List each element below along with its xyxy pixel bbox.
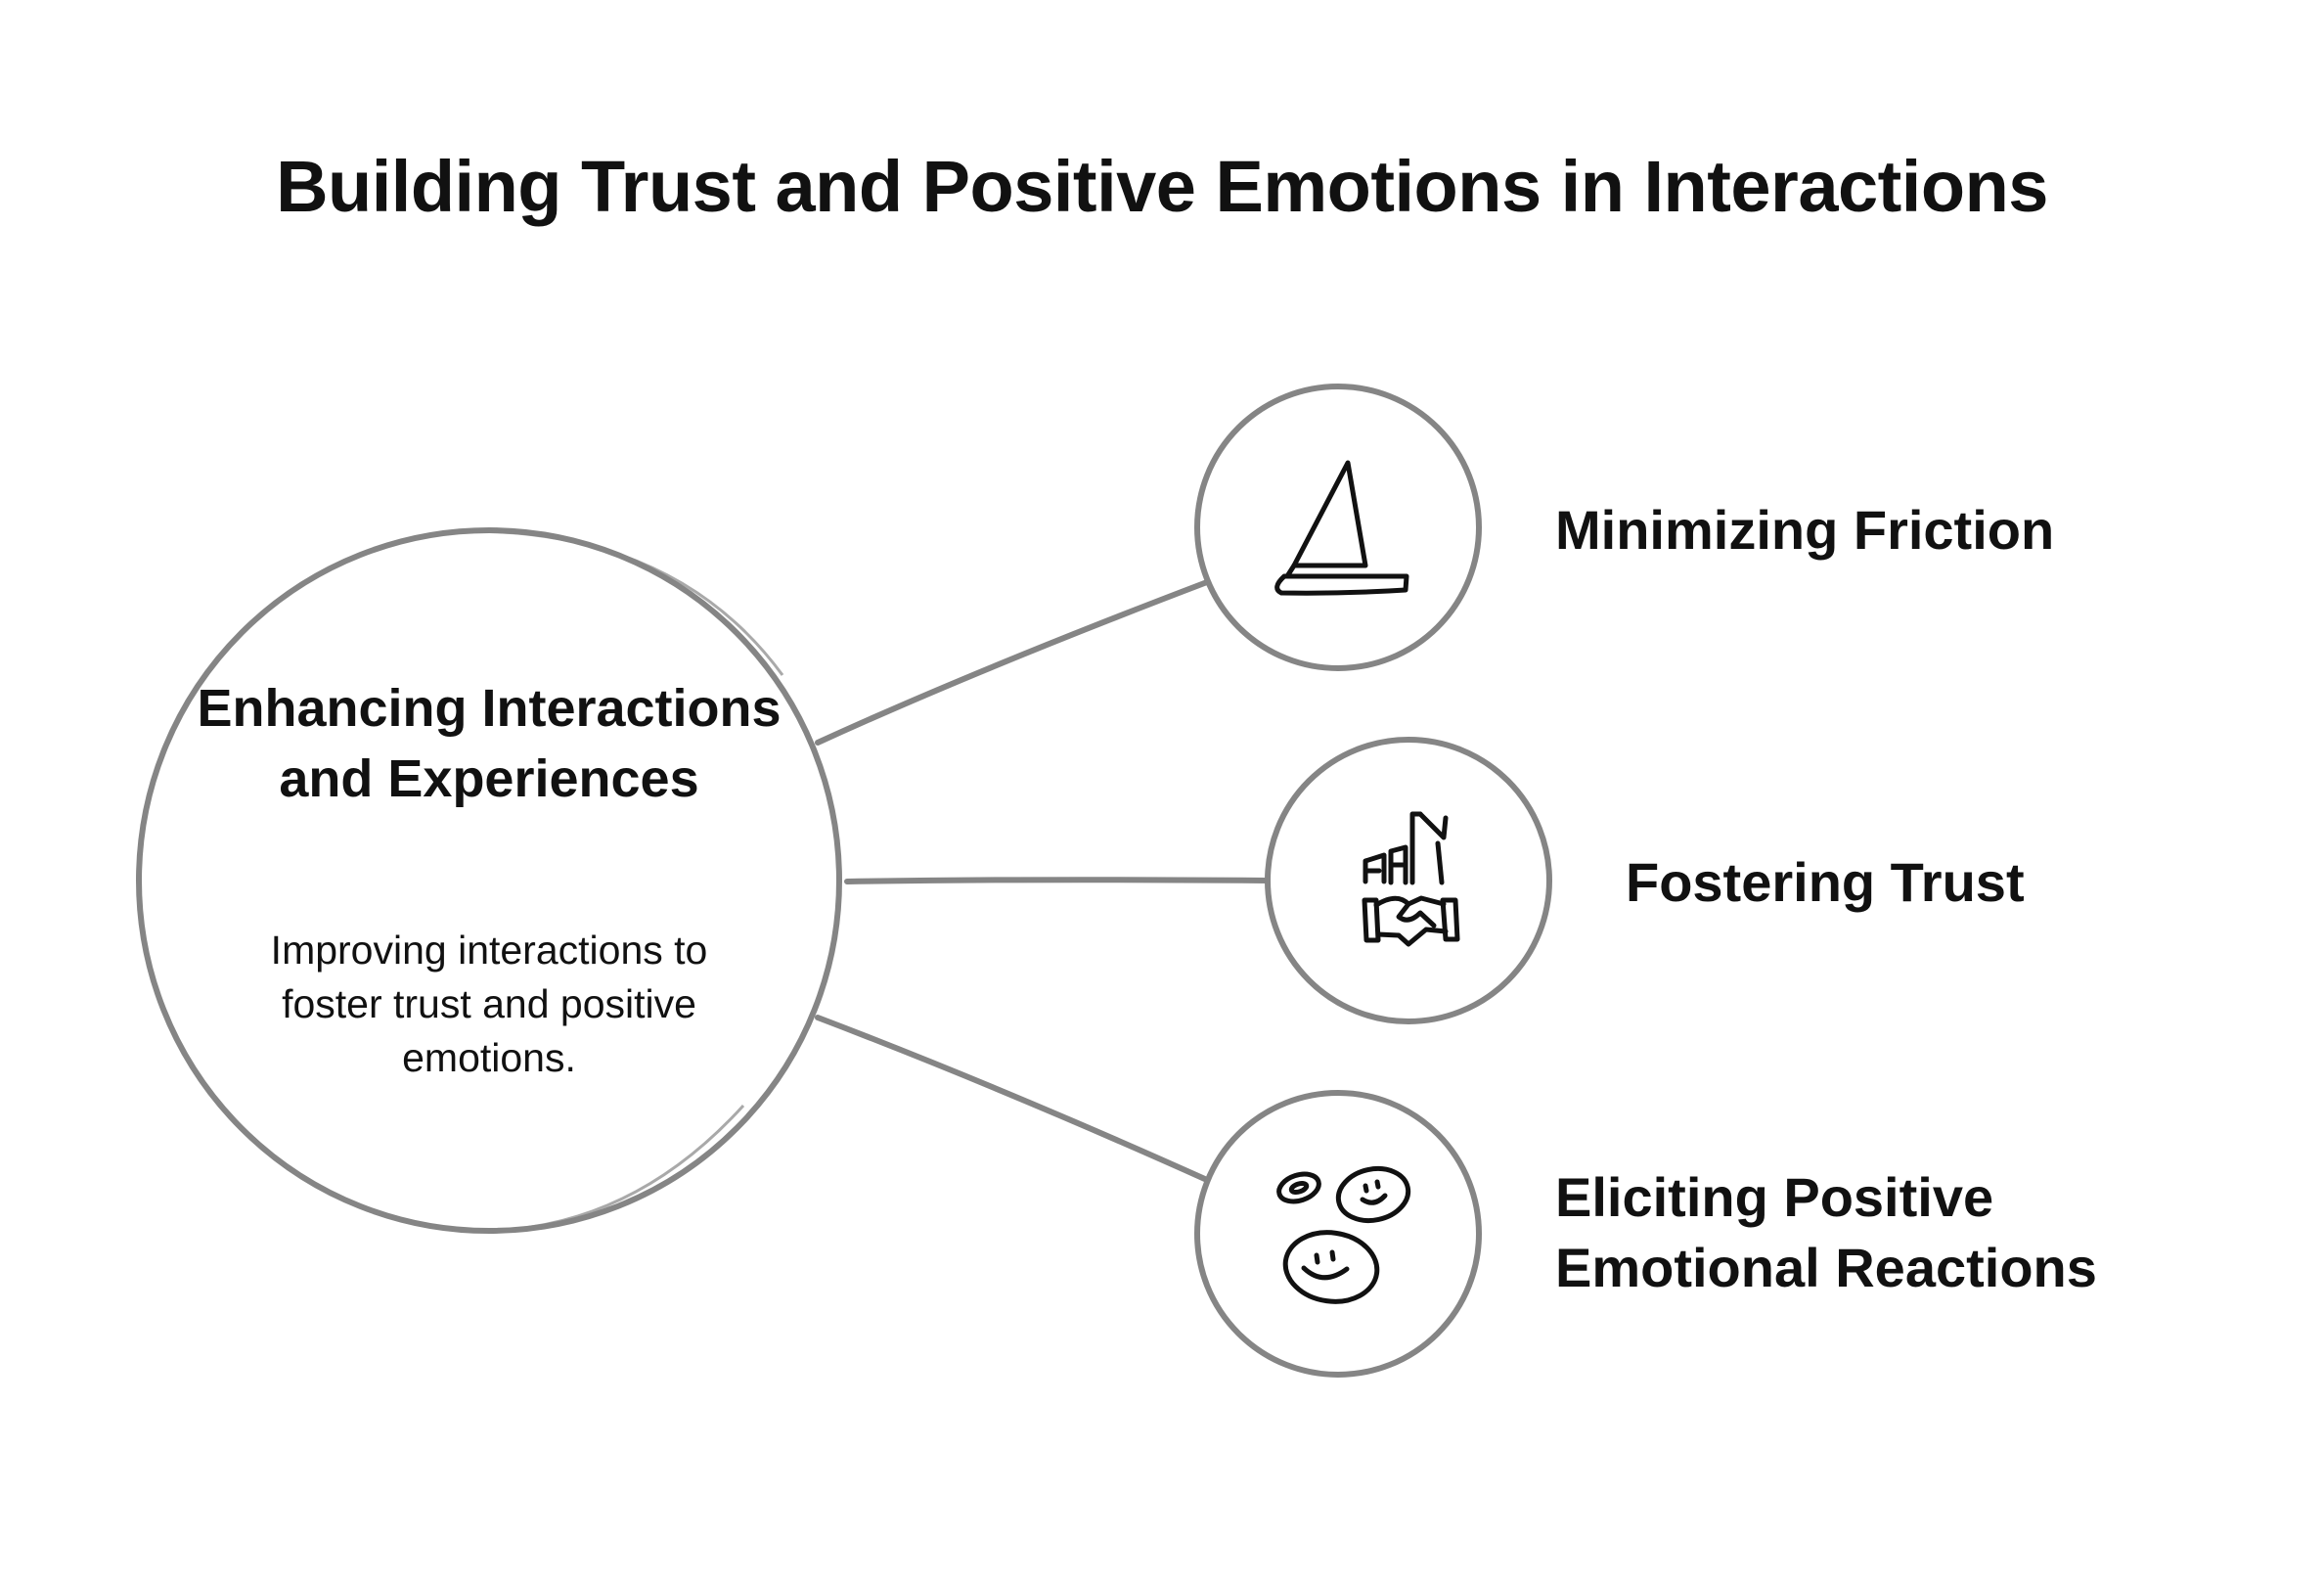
diagram-title: Building Trust and Positive Emotions in …: [276, 146, 2048, 227]
smiley-faces-icon: [1276, 1165, 1411, 1304]
node-label-line-2: Emotional Reactions: [1555, 1237, 2097, 1298]
hub-circle-sketch-stroke: [469, 1104, 745, 1233]
hub-circle-sketch-stroke: [459, 529, 784, 676]
node-label-line-1: Eliciting Positive: [1555, 1166, 1994, 1228]
node-label-minimizing-friction: Minimizing Friction: [1555, 499, 2055, 561]
handshake-icon: [1362, 811, 1460, 947]
node-circle-minimizing-friction: [1194, 384, 1482, 671]
hub-circle: [136, 527, 842, 1234]
node-circle-fostering-trust: [1265, 737, 1552, 1024]
node-label-eliciting-emotions: Eliciting Positive Emotional Reactions: [1555, 1162, 2097, 1303]
connector-minimizing-friction: [815, 579, 1210, 746]
sailboat-icon: [1274, 460, 1409, 596]
connector-eliciting-emotions: [815, 1015, 1210, 1183]
connector-fostering-trust: [844, 877, 1271, 884]
node-label-fostering-trust: Fostering Trust: [1626, 851, 2025, 913]
connectors: [815, 579, 1271, 1183]
hub-description: Improving interactions to foster trust a…: [270, 928, 708, 1080]
hub-heading: Enhancing Interactions and Experiences: [197, 679, 782, 808]
